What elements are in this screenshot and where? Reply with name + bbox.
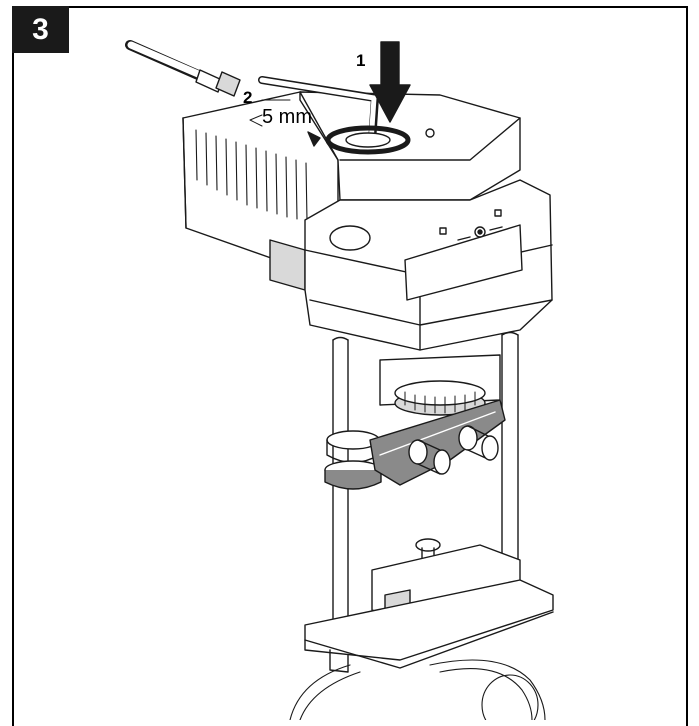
pillar-clamp-ring: [324, 430, 382, 490]
cable: [125, 40, 241, 97]
valve-body: [289, 659, 546, 720]
valve-yoke-base: [304, 544, 554, 673]
key-size-label: 5 mm: [262, 106, 312, 128]
step-number-badge: 3: [12, 6, 69, 53]
press-down-arrow: [369, 41, 411, 123]
actuator-main-body: [304, 179, 553, 351]
callout-step-1: 1: [356, 51, 366, 70]
coupling-neck: [379, 354, 501, 416]
callout-step-2: 2: [243, 88, 253, 107]
dimension-bracket: [249, 99, 291, 127]
stem-coupling-bracket: [369, 399, 506, 486]
support-pillars: [332, 331, 519, 641]
actuator-top-cover: [299, 91, 521, 201]
rotation-arrow: [307, 125, 411, 155]
